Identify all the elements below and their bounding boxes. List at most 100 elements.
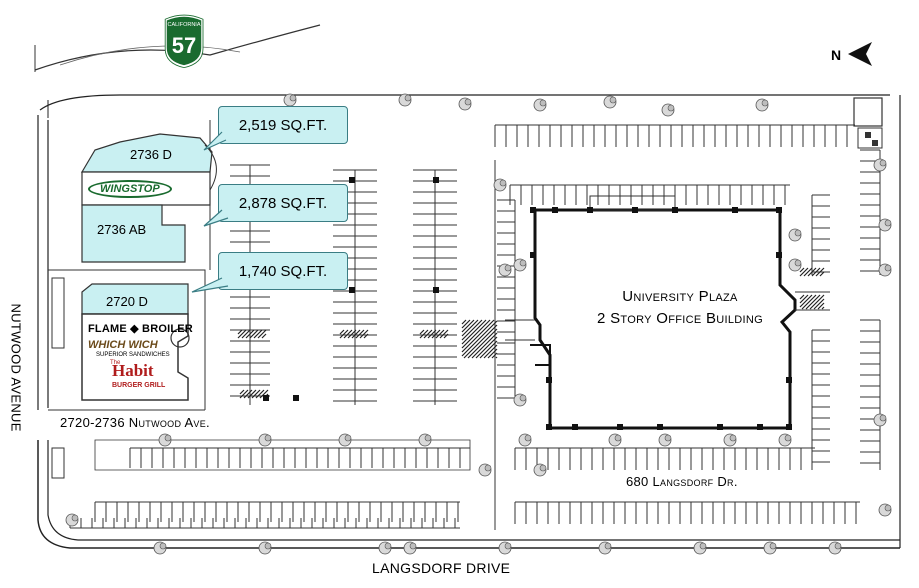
hatch-line [817,302,825,310]
light-post-marker [776,207,782,213]
suite-label-2736-d: 2736 D [130,147,172,162]
hatch-line [239,389,249,399]
tree-icon [878,503,892,517]
light-post-marker [530,207,536,213]
light-post-marker [552,207,558,213]
habit-logo: Habit [112,361,154,380]
hatch-line [479,340,498,359]
light-post-marker [657,424,663,430]
hatch-line [491,352,498,359]
hatch-line [255,389,265,399]
tree-canopy-detail [164,434,172,442]
hatch-line [339,329,345,335]
tree-icon [661,103,675,117]
tree-icon [378,541,392,555]
tree-icon [878,263,892,277]
tree-canopy-detail [879,414,887,422]
tree-canopy-detail [614,434,622,442]
tree-icon [458,97,472,111]
hatch-line [807,267,817,277]
tree-canopy-detail [609,96,617,104]
hatch-line [443,333,449,339]
hatch-line [237,329,247,339]
hatch-line [463,324,498,359]
hatch-line [475,336,498,359]
tree-canopy-detail [524,434,532,442]
trees [65,93,892,555]
hatch-line [363,333,369,339]
hatch-line [339,329,349,339]
tree-canopy-detail [884,264,892,272]
hatch-line [495,356,498,359]
light-post-marker [617,424,623,430]
light-post-marker [672,207,678,213]
hatch-line [431,329,441,339]
tree-icon [828,541,842,555]
tree-canopy-detail [404,94,412,102]
hatch-line [249,329,259,339]
wingstop-logo: WINGSTOP [88,180,172,198]
hatch-line [461,319,495,353]
light-post-marker [530,252,536,258]
hatch-line [419,329,429,339]
tree-icon [398,93,412,107]
tree-canopy-detail [71,514,79,522]
building-description: 2 Story Office Building [597,310,763,327]
tree-icon [603,95,617,109]
langsdorf-road-line [47,440,900,541]
tree-icon [403,541,417,555]
highway-shield-icon: CALIFORNIA 57 [164,14,204,69]
nutwood-road-line-lower [37,440,900,549]
tree-canopy-detail [484,464,492,472]
suite-label-2720-d: 2720 D [106,294,148,309]
hatch-line [819,271,825,277]
tree-icon [598,541,612,555]
hatch-line [239,389,245,395]
tree-icon [608,433,622,447]
hatch-line [471,332,498,359]
hatch-line [487,348,498,359]
hatch-line [355,329,365,339]
tree-canopy-detail [384,542,392,550]
hatch-line [243,389,253,399]
light-post-marker [433,177,439,183]
tree-canopy-detail [519,394,527,402]
tree-canopy-detail [539,99,547,107]
tree-icon [418,433,432,447]
hatch-line [461,319,467,325]
hatch-line [439,329,449,339]
tree-icon [778,433,792,447]
tree-canopy-detail [504,264,512,272]
freeway-curve [34,24,321,71]
equipment-mark [865,132,871,138]
light-post-marker [263,395,269,401]
suite-2720-d-shape [81,283,189,315]
hatch-line [801,294,817,310]
tree-icon [693,541,707,555]
hatch-line [461,319,471,329]
property-north-road [39,94,890,111]
light-post-marker [632,207,638,213]
habit-the-text: The [110,360,121,366]
building-name: University Plaza [622,288,738,305]
light-post-marker [732,207,738,213]
suite-label-2736-ab: 2736 AB [97,222,147,237]
hatch-line [435,329,445,339]
tree-canopy-detail [604,542,612,550]
restaurant-building-shape [81,313,189,401]
light-post-marker [433,287,439,293]
highway-state-text: CALIFORNIA [167,22,200,28]
nutwood-road-line [37,115,49,410]
tree-canopy-detail [761,99,769,107]
tree-icon [258,541,272,555]
light-post-marker [546,377,552,383]
callout-2720-d-sqft: 1,740 SQ.FT. [218,252,348,290]
hatch-line [467,328,498,359]
hatch-line [803,267,813,277]
tree-icon [788,258,802,272]
hatch-line [427,329,437,339]
tree-canopy-detail [264,434,272,442]
tree-canopy-detail [667,104,675,112]
light-posts [263,177,792,430]
